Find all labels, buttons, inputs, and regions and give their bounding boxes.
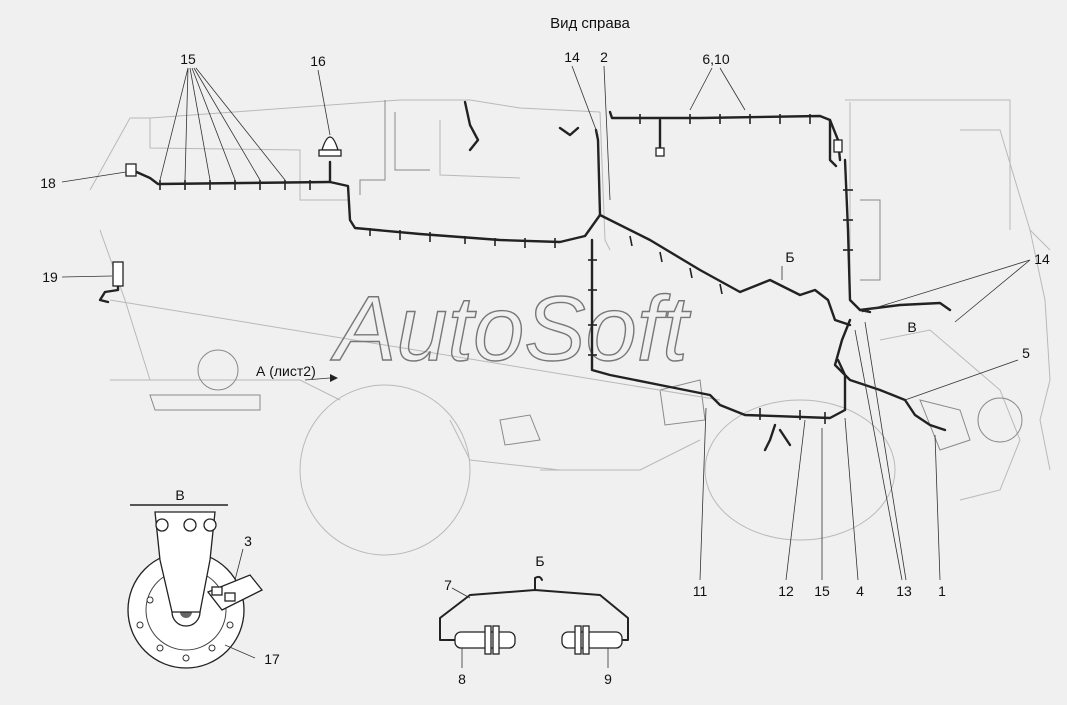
connector-6 xyxy=(655,147,665,157)
callout-14-right: 14 xyxy=(1034,251,1050,267)
connector-19 xyxy=(112,261,124,287)
drawing-title: Вид справа xyxy=(550,15,630,32)
wire-harnesses xyxy=(98,100,952,452)
beacon-16 xyxy=(321,136,339,151)
callout-17: 17 xyxy=(264,651,280,667)
inset-v-title: В xyxy=(175,487,184,503)
connector-18 xyxy=(125,163,137,177)
callout-9: 9 xyxy=(604,671,612,687)
callout-13: 13 xyxy=(896,583,912,599)
callout-4: 4 xyxy=(856,583,864,599)
inset-v-horn xyxy=(127,504,264,669)
callout-8: 8 xyxy=(458,671,466,687)
callout-16: 16 xyxy=(310,53,326,69)
callout-7: 7 xyxy=(444,577,452,593)
callout-14-top: 14 xyxy=(564,49,580,65)
callout-19: 19 xyxy=(42,269,58,285)
view-reference: А (лист2) xyxy=(256,363,316,379)
callout-2: 2 xyxy=(600,49,608,65)
connector-10 xyxy=(833,139,843,153)
detail-marker-b: Б xyxy=(785,249,794,265)
callout-5: 5 xyxy=(1022,345,1030,361)
machine-outline xyxy=(89,99,1051,556)
callout-labels: 15 16 14 2 6,10 18 19 14 5 11 12 15 4 13… xyxy=(40,49,1050,687)
inset-b-title: Б xyxy=(535,553,544,569)
callout-1: 1 xyxy=(938,583,946,599)
callout-15-bottom: 15 xyxy=(814,583,830,599)
leader-lines xyxy=(61,65,1031,581)
watermark: AutoSoft xyxy=(330,278,691,380)
callout-12: 12 xyxy=(778,583,794,599)
callout-6-10: 6,10 xyxy=(702,51,729,67)
inset-b-connectors xyxy=(439,575,629,668)
callout-11: 11 xyxy=(693,583,708,599)
callout-3: 3 xyxy=(244,533,252,549)
components xyxy=(112,136,843,287)
callout-18: 18 xyxy=(40,175,56,191)
harness-clips xyxy=(159,114,853,424)
callout-15-top: 15 xyxy=(180,51,196,67)
detail-marker-v: В xyxy=(907,319,916,335)
